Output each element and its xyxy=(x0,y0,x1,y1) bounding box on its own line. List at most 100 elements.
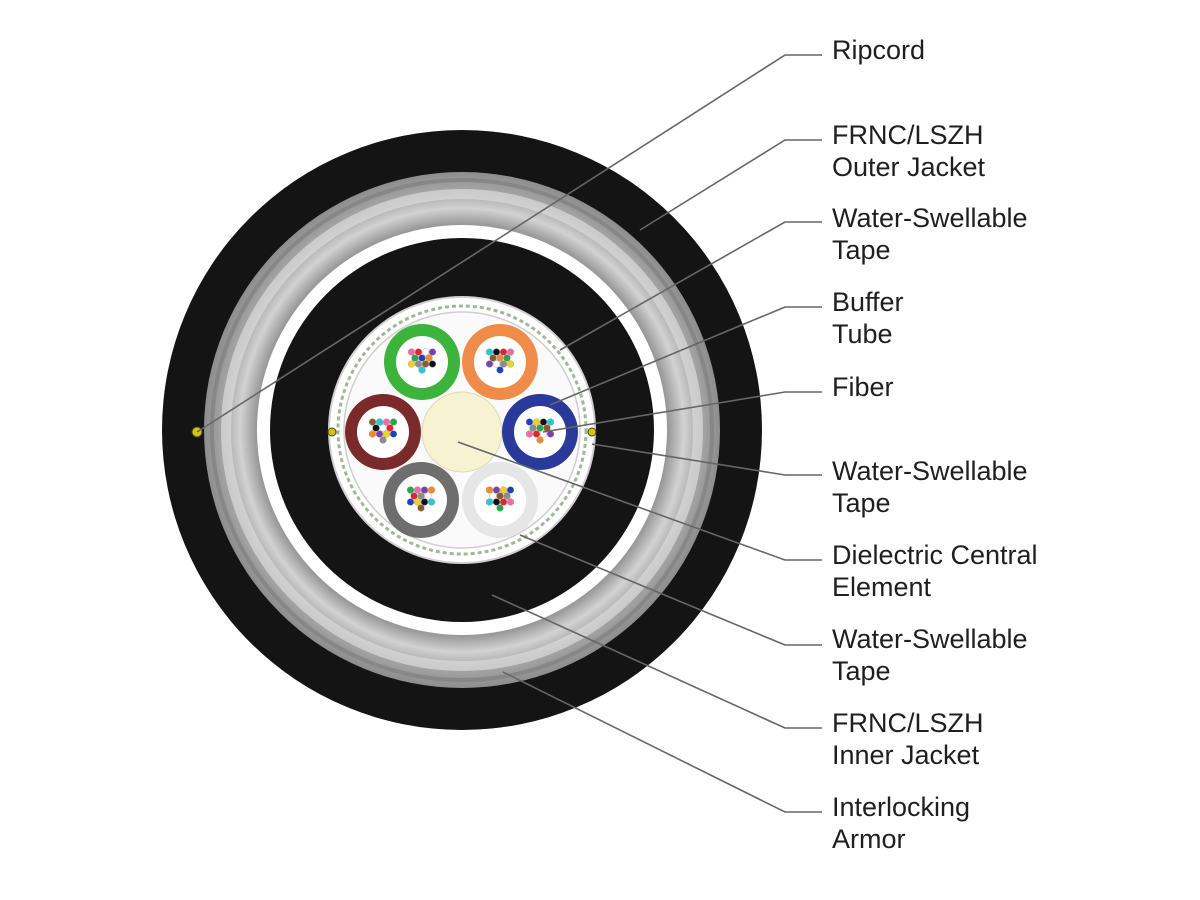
fiber xyxy=(427,498,436,506)
label-water-swellable-tape-1-line-2: Tape xyxy=(832,235,891,265)
fiber xyxy=(525,418,534,426)
ripcord-inner-left xyxy=(327,427,337,437)
buffer-tube-grey xyxy=(383,462,459,538)
fiber xyxy=(406,486,415,494)
leader-line-armor xyxy=(502,671,822,813)
fiber xyxy=(410,492,418,500)
fiber xyxy=(496,492,504,500)
fiber xyxy=(417,504,425,512)
leader-line-inner-jacket xyxy=(491,594,822,729)
fiber xyxy=(532,418,541,426)
label-ripcord: Ripcord xyxy=(832,34,925,66)
label-outer-jacket-line-1: FRNC/LSZH xyxy=(832,120,984,150)
label-water-swellable-tape-2-line-2: Tape xyxy=(832,488,891,518)
label-armor: Interlocking Armor xyxy=(832,791,970,855)
leader-line-water-swellable-tape-2 xyxy=(591,443,822,476)
label-buffer-tube-line-1: Buffer xyxy=(832,287,904,317)
fiber xyxy=(375,430,384,438)
label-water-swellable-tape-3-line-1: Water-Swellable xyxy=(832,624,1028,654)
fiber xyxy=(417,492,425,500)
fiber xyxy=(492,498,501,506)
fiber xyxy=(485,360,494,368)
fiber xyxy=(421,360,430,368)
fiber xyxy=(503,492,511,500)
fiber xyxy=(382,418,391,426)
label-inner-jacket-line-2: Inner Jacket xyxy=(832,740,980,770)
fiber xyxy=(411,354,419,362)
fiber xyxy=(532,430,541,438)
fiber xyxy=(485,498,494,506)
fiber xyxy=(414,348,423,356)
fiber xyxy=(499,486,508,494)
label-fiber: Fiber xyxy=(832,371,894,403)
fiber xyxy=(413,486,422,494)
label-central-element-line-2: Element xyxy=(832,572,932,602)
leader-line-central-element xyxy=(457,441,822,561)
fiber xyxy=(506,486,515,494)
fiber xyxy=(485,348,494,356)
buffer-tube-orange xyxy=(462,324,538,400)
fiber xyxy=(496,366,504,374)
fiber xyxy=(546,418,555,426)
label-water-swellable-tape-1-line-1: Water-Swellable xyxy=(832,203,1028,233)
label-ripcord-line-1: Ripcord xyxy=(832,35,926,65)
fiber-bundles xyxy=(368,348,555,512)
leader-line-ripcord xyxy=(196,54,822,433)
leader-line-water-swellable-tape-1 xyxy=(559,221,822,351)
fiber xyxy=(492,486,501,494)
fiber xyxy=(539,418,548,426)
label-outer-jacket: FRNC/LSZH Outer Jacket xyxy=(832,119,985,183)
fiber xyxy=(413,498,422,506)
buffer-tube-blue xyxy=(502,394,578,470)
fiber xyxy=(428,348,437,356)
fiber xyxy=(368,418,377,426)
fiber xyxy=(492,360,501,368)
fiber xyxy=(485,486,494,494)
fiber xyxy=(407,360,416,368)
fiber xyxy=(425,354,433,362)
fiber xyxy=(379,424,387,432)
fiber xyxy=(529,424,537,432)
fiber xyxy=(503,354,511,362)
fiber xyxy=(375,418,384,426)
fiber xyxy=(420,498,429,506)
label-water-swellable-tape-2-line-1: Water-Swellable xyxy=(832,456,1028,486)
core-binder-ring xyxy=(336,304,588,556)
leader-lines xyxy=(196,54,822,813)
label-water-swellable-tape-3: Water-Swellable Tape xyxy=(832,623,1028,687)
fiber xyxy=(525,430,534,438)
fiber xyxy=(496,504,504,512)
fiber xyxy=(389,418,398,426)
fiber xyxy=(418,354,426,362)
fiber xyxy=(489,354,497,362)
leader-line-fiber xyxy=(542,391,822,433)
label-outer-jacket-line-2: Outer Jacket xyxy=(832,152,986,182)
label-inner-jacket-line-1: FRNC/LSZH xyxy=(832,708,984,738)
fiber xyxy=(389,430,398,438)
fiber xyxy=(418,366,426,374)
fiber xyxy=(424,492,432,500)
armor-highlight xyxy=(221,189,703,671)
fiber xyxy=(506,498,515,506)
buffer-tube-brown xyxy=(345,394,421,470)
fiber xyxy=(386,424,394,432)
fiber xyxy=(499,360,508,368)
label-buffer-tube-line-2: Tube xyxy=(832,319,893,349)
fiber xyxy=(372,424,380,432)
armor-shadow xyxy=(210,178,714,682)
leader-line-water-swellable-tape-3 xyxy=(519,534,822,646)
fiber xyxy=(489,492,497,500)
fiber xyxy=(499,348,508,356)
fiber xyxy=(536,424,544,432)
label-central-element-line-1: Dielectric Central xyxy=(832,540,1038,570)
ripcord-inner-right xyxy=(587,427,597,437)
label-water-swellable-tape-1: Water-Swellable Tape xyxy=(832,202,1028,266)
fiber xyxy=(427,486,436,494)
fiber xyxy=(536,436,544,444)
label-inner-jacket: FRNC/LSZH Inner Jacket xyxy=(832,707,984,771)
label-water-swellable-tape-3-line-2: Tape xyxy=(832,656,891,686)
fiber xyxy=(414,360,423,368)
label-buffer-tube: Buffer Tube xyxy=(832,286,904,350)
fiber xyxy=(506,360,515,368)
